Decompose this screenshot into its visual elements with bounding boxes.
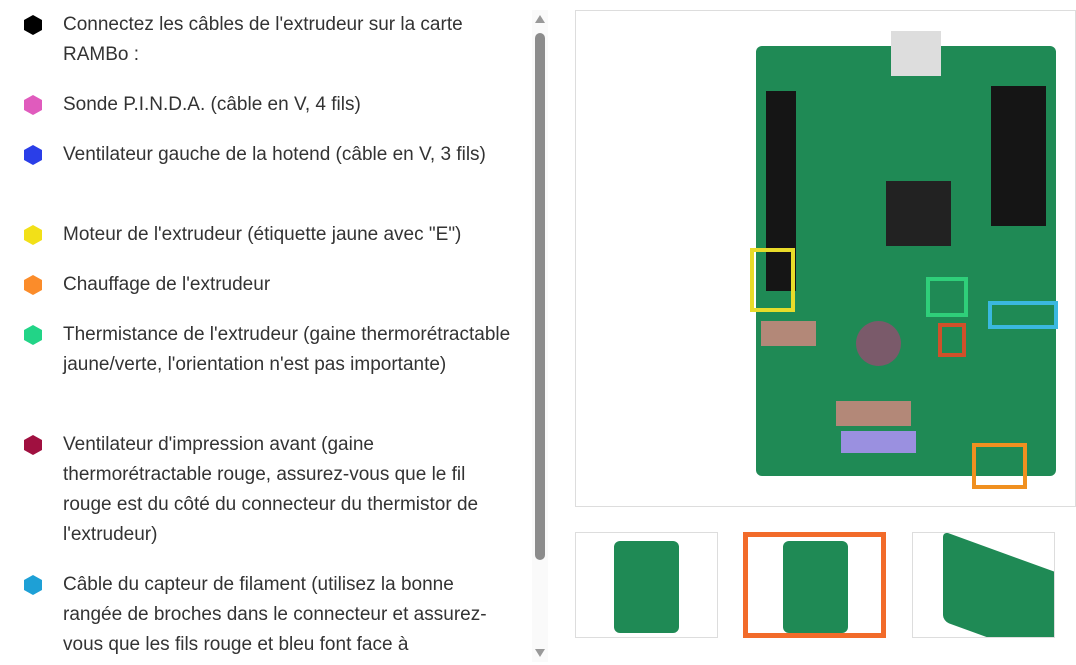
- blue-hexagon-icon: [24, 145, 42, 165]
- scrollbar[interactable]: [532, 10, 548, 662]
- green-marker: [926, 277, 968, 317]
- item-text: Thermistance de l'extrudeur (gaine therm…: [63, 324, 511, 375]
- thumbnail-board: [614, 541, 679, 633]
- connectors-right: [991, 86, 1046, 226]
- instruction-list: Connectez les câbles de l'extrudeur sur …: [0, 0, 530, 665]
- list-item: Chauffage de l'extrudeur: [24, 270, 514, 300]
- item-text: Ventilateur gauche de la hotend (câble e…: [63, 144, 486, 165]
- crimson-hexagon-icon: [24, 435, 42, 455]
- usb-connector: [891, 31, 941, 76]
- orange-hexagon-icon: [24, 275, 42, 295]
- item-text: Sonde P.I.N.D.A. (câble en V, 4 fils): [63, 94, 361, 115]
- fuse: [761, 321, 816, 346]
- list-item: Ventilateur d'impression avant (gaine th…: [24, 430, 514, 550]
- thumbnail-2-selected[interactable]: [743, 532, 886, 638]
- list-item: Connectez les câbles de l'extrudeur sur …: [24, 10, 514, 70]
- item-text: Moteur de l'extrudeur (étiquette jaune a…: [63, 224, 462, 245]
- thumbnail-board: [943, 533, 1054, 637]
- list-item: Moteur de l'extrudeur (étiquette jaune a…: [24, 220, 514, 250]
- red-marker: [938, 323, 966, 357]
- fuse: [841, 431, 916, 453]
- fuse: [836, 401, 911, 426]
- scroll-down-arrow-icon[interactable]: [535, 649, 545, 657]
- item-text: Chauffage de l'extrudeur: [63, 274, 271, 295]
- orange-marker: [972, 443, 1027, 489]
- thumbnail-board: [783, 541, 848, 633]
- yellow-marker: [750, 248, 795, 312]
- capacitor: [856, 321, 901, 366]
- thumbnail-3[interactable]: [912, 532, 1055, 638]
- scrollbar-thumb[interactable]: [535, 33, 545, 560]
- thumbnail-1[interactable]: [575, 532, 718, 638]
- chip: [886, 181, 951, 246]
- main-image-rambo-board[interactable]: [575, 10, 1076, 507]
- yellow-hexagon-icon: [24, 225, 42, 245]
- green-hexagon-icon: [24, 325, 42, 345]
- list-item: Thermistance de l'extrudeur (gaine therm…: [24, 320, 514, 380]
- list-item: Ventilateur gauche de la hotend (câble e…: [24, 140, 514, 170]
- list-item: Câble du capteur de filament (utilisez l…: [24, 570, 514, 660]
- scroll-up-arrow-icon[interactable]: [535, 15, 545, 23]
- list-item: Sonde P.I.N.D.A. (câble en V, 4 fils): [24, 90, 514, 120]
- cyan-marker: [988, 301, 1058, 329]
- item-text: Câble du capteur de filament (utilisez l…: [63, 574, 487, 655]
- black-hexagon-icon: [24, 15, 42, 35]
- cyan-hexagon-icon: [24, 575, 42, 595]
- item-text: Connectez les câbles de l'extrudeur sur …: [63, 14, 463, 65]
- pink-hexagon-icon: [24, 95, 42, 115]
- item-text: Ventilateur d'impression avant (gaine th…: [63, 434, 479, 545]
